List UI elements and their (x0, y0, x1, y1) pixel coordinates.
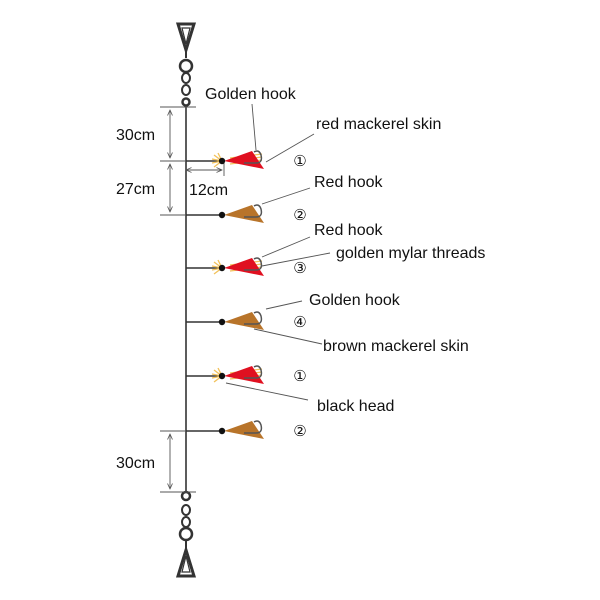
top-snap-swivel-icon (175, 22, 197, 107)
label-brown-mackerel-skin: brown mackerel skin (323, 338, 469, 355)
dimension-branch-label: 12cm (189, 182, 228, 199)
lure-2: ② (186, 204, 307, 224)
dimension-spacing-label: 27cm (116, 181, 155, 198)
label-black-head: black head (317, 398, 394, 415)
lure-number: ② (293, 207, 306, 224)
lure-3: ③ (186, 257, 307, 277)
lure-number: ③ (293, 260, 306, 277)
dimension-branch: 12cm (186, 162, 228, 199)
brown-mackerel-skin (224, 421, 264, 439)
hook-icon (244, 311, 263, 325)
label-golden-mylar-threads: golden mylar threads (336, 245, 485, 262)
black-head (218, 211, 226, 219)
red-mackerel-skin (224, 366, 264, 384)
bottom-snap-swivel-icon (175, 490, 197, 578)
lure-4: ④ (186, 311, 307, 331)
label-red-hook-2: Red hook (314, 222, 383, 239)
lure-5: ① (186, 365, 307, 385)
dimension-bottom: 30cm (116, 430, 196, 493)
hook-icon (244, 150, 263, 164)
brown-mackerel-skin (224, 312, 264, 330)
dimension-spacing: 27cm (116, 164, 186, 216)
lure-number: ① (293, 368, 306, 385)
dimension-top-label: 30cm (116, 127, 155, 144)
lure-number: ④ (293, 314, 306, 331)
lure-number: ① (293, 153, 306, 170)
lure-number: ② (293, 423, 306, 440)
red-mackerel-skin (224, 151, 264, 169)
brown-mackerel-skin (224, 205, 264, 223)
black-head (218, 157, 226, 165)
hook-icon (244, 365, 263, 379)
label-red-mackerel-skin: red mackerel skin (316, 116, 441, 133)
black-head (218, 427, 226, 435)
label-red-hook-1: Red hook (314, 174, 383, 191)
label-golden-hook-1: Golden hook (205, 86, 297, 103)
hook-icon (244, 204, 263, 218)
lures-group: ① ② ③ ④ ① ② (186, 150, 307, 440)
label-leaders (225, 103, 331, 401)
red-mackerel-skin (224, 258, 264, 276)
hook-icon (244, 257, 263, 271)
lure-6: ② (186, 420, 307, 440)
black-head (218, 318, 226, 326)
hook-icon (244, 420, 263, 434)
lure-1: ① (186, 150, 307, 170)
dimension-top: 30cm (116, 106, 196, 162)
labels: Golden hook red mackerel skin Red hook R… (205, 86, 485, 415)
black-head (218, 264, 226, 272)
black-head (218, 372, 226, 380)
label-golden-hook-2: Golden hook (309, 292, 401, 309)
dimension-bottom-label: 30cm (116, 455, 155, 472)
